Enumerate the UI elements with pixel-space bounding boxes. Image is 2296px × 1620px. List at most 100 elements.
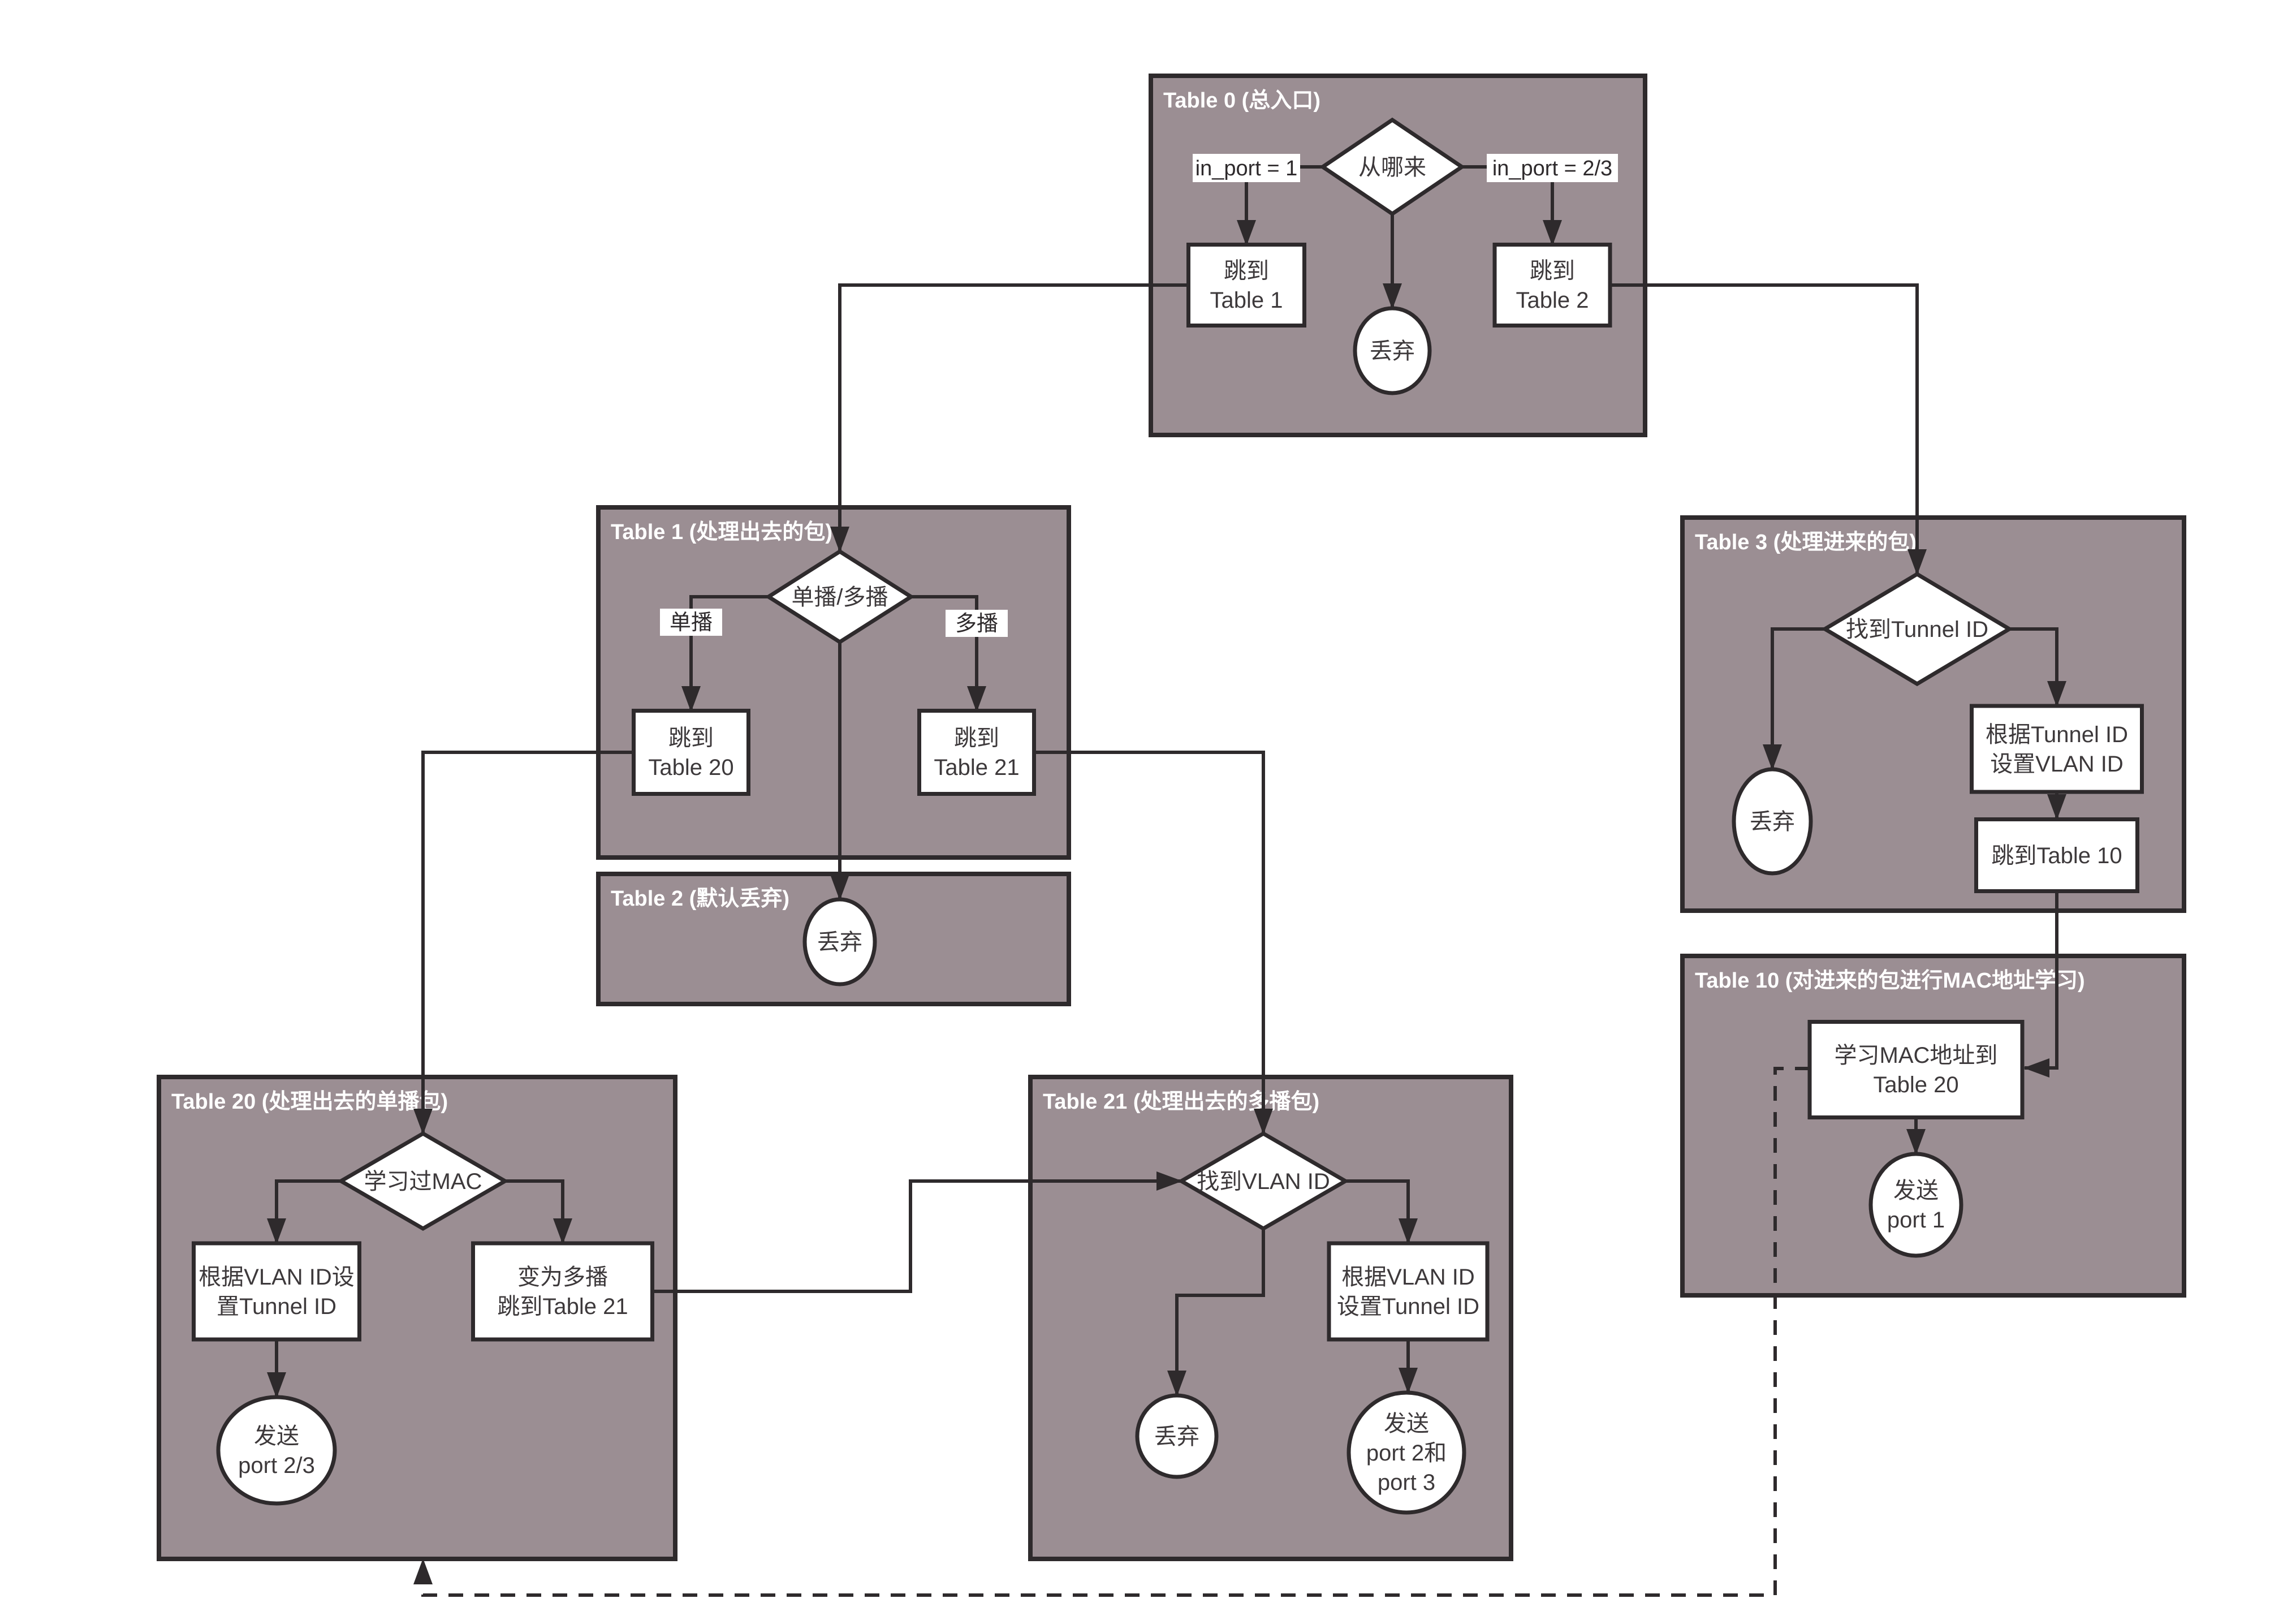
node-t0-goto2-label-line: Table 2 — [1516, 288, 1589, 313]
node-t1-ucmc-label-line: 单播/多播 — [791, 585, 888, 610]
node-t1-goto21 — [917, 709, 1036, 796]
node-t10-learn-label-line: 学习MAC地址到 — [1835, 1043, 1998, 1068]
node-t20-learned-label-line: 学习过MAC — [364, 1169, 482, 1194]
node-t21-vlan-label-line: 找到VLAN ID — [1197, 1169, 1330, 1194]
node-t3-drop-label-line: 丢弃 — [1750, 809, 1795, 834]
node-t1-goto20-label-line: 跳到 — [668, 726, 714, 751]
node-t10-send1-label-line: 发送 — [1893, 1178, 1939, 1203]
node-t0-where-label-line: 从哪来 — [1358, 155, 1426, 180]
node-t0-drop-label-line: 丢弃 — [1370, 339, 1415, 364]
node-t21-send23-label-line: 发送 — [1384, 1411, 1429, 1436]
node-t1-ucmc — [765, 549, 915, 645]
block-table1-title: Table 1 (处理出去的包) — [611, 520, 832, 544]
node-t20-settun-label-line: 根据VLAN ID设 — [198, 1265, 355, 1290]
node-t0-goto1-label-line: 跳到 — [1224, 258, 1269, 283]
edge-label-multicast-bg — [946, 610, 1008, 637]
edge-t20-no-tomc — [505, 1179, 572, 1244]
node-t0-where — [1319, 117, 1466, 217]
node-t20-settun-label-line: 置Tunnel ID — [217, 1294, 336, 1319]
node-t20-tomc-label: 变为多播跳到Table 21 — [497, 1265, 628, 1319]
node-t20-send23-label: 发送 port 2/3 — [238, 1424, 315, 1478]
node-t3-setvlan-label-line: 根据Tunnel ID — [1986, 722, 2128, 747]
node-t10-learn — [1807, 1020, 2025, 1119]
node-t10-send1 — [1868, 1152, 1963, 1258]
node-t3-tunnel-label: 找到Tunnel ID — [1846, 617, 1988, 642]
edge-t20-yes-settun — [267, 1179, 341, 1244]
edge-t21-yes-settun — [1345, 1179, 1418, 1244]
node-t3-tunnel — [1821, 571, 2013, 687]
block-table21-title: Table 21 (处理出去的多播包) — [1043, 1090, 1319, 1114]
node-t20-learned — [337, 1131, 509, 1231]
node-t20-tomc-label-line: 跳到Table 21 — [497, 1294, 628, 1319]
node-t21-send23-label-line: port 2和 — [1366, 1441, 1447, 1466]
node-t3-goto10-label: 跳到Table 10 — [1991, 843, 2122, 868]
node-t20-tomc — [471, 1241, 654, 1342]
edge-t3-no-drop — [1763, 627, 1825, 770]
block-table0-title: Table 0 (总入口) — [1163, 89, 1320, 113]
node-t0-goto1-label-line: Table 1 — [1210, 288, 1283, 313]
node-t21-drop — [1135, 1393, 1219, 1479]
edge-label-inport1-bg — [1193, 154, 1300, 182]
node-t1-goto20-label-line: Table 20 — [648, 755, 733, 780]
edge-t1-goto21-t21 — [1034, 751, 1273, 1135]
edge-t0-goto1-t1 — [830, 283, 1188, 553]
edge-label-inport23: in_port = 2/3 — [1492, 157, 1612, 180]
edge-label-inport23-bg — [1487, 154, 1618, 182]
node-t21-settun — [1327, 1241, 1490, 1342]
node-t1-goto21-label: 跳到 Table 21 — [934, 726, 1019, 780]
node-t20-send23-label-line: 发送 — [254, 1424, 299, 1449]
node-t20-send23 — [216, 1395, 337, 1506]
node-t0-goto1-label: 跳到 Table 1 — [1210, 258, 1283, 313]
node-t1-ucmc-label: 单播/多播 — [791, 585, 888, 610]
node-t10-learn-label: 学习MAC地址到 Table 20 — [1835, 1043, 1998, 1097]
node-t3-setvlan-label-line: 设置VLAN ID — [1990, 752, 2124, 777]
node-t10-send1-label-line: port 1 — [1887, 1208, 1945, 1233]
node-t21-vlan-label: 找到VLAN ID — [1197, 1169, 1330, 1194]
node-t20-send23-label-line: port 2/3 — [238, 1453, 315, 1478]
node-t1-goto21-label-line: Table 21 — [934, 755, 1019, 780]
node-t3-setvlan — [1970, 704, 2144, 794]
node-t3-goto10-label-line: 跳到Table 10 — [1991, 843, 2122, 868]
node-t21-send23 — [1346, 1390, 1466, 1515]
block-table3-title: Table 3 (处理进来的包) — [1695, 531, 1917, 554]
edge-t1-goto20-t20 — [413, 751, 634, 1135]
node-t10-learn-label-line: Table 20 — [1873, 1072, 1958, 1097]
node-t21-drop-label: 丢弃 — [1154, 1424, 1199, 1449]
edge-t3-goto10-t10 — [2023, 891, 2058, 1078]
node-t3-tunnel-label-line: 找到Tunnel ID — [1846, 617, 1988, 642]
edge-t3-yes-setvlan — [2009, 627, 2066, 707]
edge-label-multicast: 多播 — [955, 612, 998, 636]
node-t21-settun-label: 根据VLAN ID 设置Tunnel ID — [1337, 1265, 1479, 1319]
node-t2-drop — [802, 897, 877, 986]
edge-label-unicast-bg — [660, 609, 722, 636]
edge-t1-d-unicast — [681, 595, 769, 712]
node-t0-goto1 — [1186, 243, 1306, 328]
node-t2-drop-label-line: 丢弃 — [817, 930, 862, 955]
node-t20-tomc-label-line: 变为多播 — [517, 1265, 608, 1290]
block-table10-title: Table 10 (对进来的包进行MAC地址学习) — [1695, 968, 2085, 993]
node-t21-settun-label-line: 设置Tunnel ID — [1337, 1294, 1479, 1319]
node-t21-settun-label-line: 根据VLAN ID — [1341, 1265, 1475, 1290]
node-t0-drop-label: 丢弃 — [1370, 339, 1415, 364]
edge-t10-dashed-t20 — [413, 1067, 1810, 1597]
node-t0-drop — [1353, 306, 1432, 395]
node-t1-goto21-label-line: 跳到 — [954, 726, 999, 751]
edge-t20-tomc-t21 — [652, 1171, 1182, 1293]
node-t1-goto20-label: 跳到 Table 20 — [648, 726, 733, 780]
node-t0-goto2 — [1492, 243, 1612, 328]
edge-label-unicast: 单播 — [670, 611, 713, 635]
block-table2-title: Table 2 (默认丢弃) — [611, 887, 789, 911]
node-t21-drop-label-line: 丢弃 — [1154, 1424, 1199, 1449]
node-t10-send1-label: 发送 port 1 — [1887, 1178, 1945, 1233]
block-table20-title: Table 20 (处理出去的单播包) — [171, 1090, 448, 1114]
node-t1-goto20 — [632, 709, 750, 796]
node-t20-learned-label: 学习过MAC — [364, 1169, 482, 1194]
node-t2-drop-label: 丢弃 — [817, 930, 862, 955]
node-t0-where-label: 从哪来 — [1358, 155, 1426, 180]
node-t3-setvlan-label: 根据Tunnel ID 设置VLAN ID — [1986, 722, 2128, 777]
node-t3-drop — [1732, 767, 1813, 876]
node-t21-vlan — [1177, 1131, 1349, 1231]
